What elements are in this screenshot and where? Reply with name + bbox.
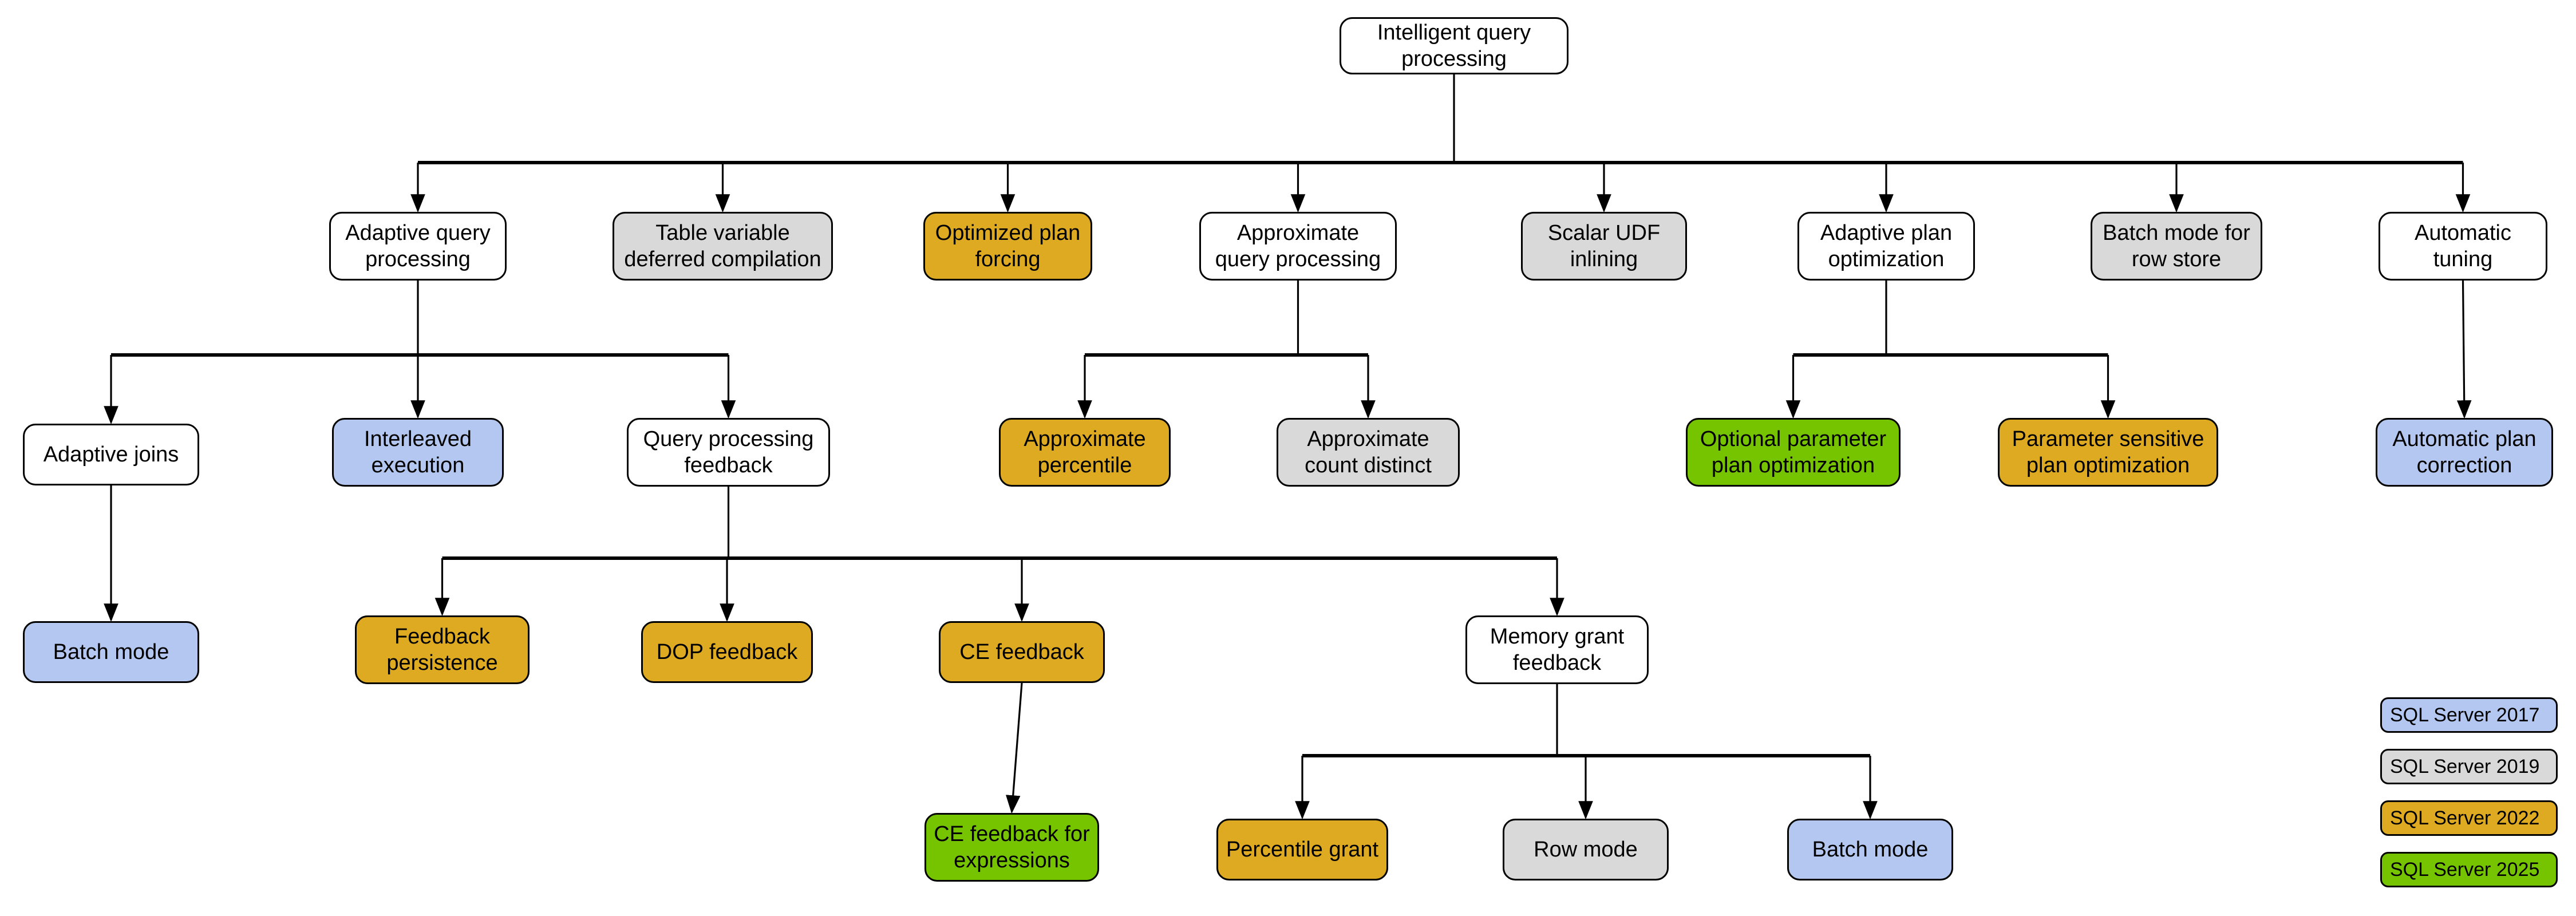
node-sudf[interactable]: Scalar UDF inlining <box>1521 212 1687 281</box>
node-approxpct[interactable]: Approximate percentile <box>999 418 1171 487</box>
node-aqp[interactable]: Adaptive query processing <box>329 212 507 281</box>
node-label: Adaptive plan optimization <box>1820 220 1953 271</box>
node-oppo[interactable]: Optional parameter plan optimization <box>1686 418 1901 487</box>
node-label: Optional parameter plan optimization <box>1700 427 1887 477</box>
node-label: Approximate query processing <box>1215 220 1381 271</box>
node-pctgrant[interactable]: Percentile grant <box>1216 819 1388 881</box>
node-approxqp[interactable]: Approximate query processing <box>1199 212 1397 281</box>
node-label: Row mode <box>1534 837 1638 862</box>
node-label: Automatic plan correction <box>2392 427 2537 477</box>
node-label: CE feedback <box>959 639 1084 664</box>
node-label: Scalar UDF inlining <box>1547 220 1661 271</box>
node-label: Automatic tuning <box>2415 220 2511 271</box>
node-label: Query processing feedback <box>643 427 814 477</box>
node-label: DOP feedback <box>656 639 798 664</box>
edge-segment <box>1005 682 1023 814</box>
node-label: Approximate count distinct <box>1305 427 1432 477</box>
node-tvdc[interactable]: Table variable deferred compilation <box>613 212 833 281</box>
node-label: Table variable deferred compilation <box>624 220 821 271</box>
node-qpf[interactable]: Query processing feedback <box>627 418 830 487</box>
node-cefbexpr[interactable]: CE feedback for expressions <box>924 813 1099 882</box>
node-label: Memory grant feedback <box>1490 624 1625 675</box>
node-label: Optimized plan forcing <box>935 220 1081 271</box>
legend-label: SQL Server 2022 <box>2390 807 2540 829</box>
legend-label: SQL Server 2025 <box>2390 858 2540 881</box>
node-label: Intelligent query processing <box>1377 20 1531 71</box>
legend-label: SQL Server 2017 <box>2390 704 2540 726</box>
node-interleav[interactable]: Interleaved execution <box>332 418 504 487</box>
edge-segment <box>2456 280 2472 419</box>
node-label: Batch mode <box>53 639 169 664</box>
legend-item-sql-server-2022: SQL Server 2022 <box>2380 800 2558 836</box>
node-label: CE feedback for expressions <box>934 822 1090 872</box>
node-label: Batch mode for row store <box>2103 220 2250 271</box>
node-apc[interactable]: Automatic plan correction <box>2376 418 2553 487</box>
node-fbpersist[interactable]: Feedback persistence <box>355 615 530 684</box>
node-approxcd[interactable]: Approximate count distinct <box>1277 418 1460 487</box>
node-label: Adaptive joins <box>43 442 179 467</box>
node-autotune[interactable]: Automatic tuning <box>2379 212 2547 281</box>
node-adjoins[interactable]: Adaptive joins <box>23 424 199 485</box>
node-cefb[interactable]: CE feedback <box>939 621 1105 683</box>
node-label: Batch mode <box>1812 837 1929 862</box>
node-label: Parameter sensitive plan optimization <box>2012 427 2204 477</box>
legend-item-sql-server-2025: SQL Server 2025 <box>2380 852 2558 887</box>
node-label: Percentile grant <box>1226 837 1379 862</box>
node-label: Approximate percentile <box>1024 427 1146 477</box>
node-label: Feedback persistence <box>386 624 498 675</box>
node-bmrs[interactable]: Batch mode for row store <box>2091 212 2262 281</box>
node-apo[interactable]: Adaptive plan optimization <box>1797 212 1975 281</box>
node-opf[interactable]: Optimized plan forcing <box>923 212 1092 281</box>
node-batchmode1[interactable]: Batch mode <box>23 621 199 683</box>
node-mgf[interactable]: Memory grant feedback <box>1465 615 1649 684</box>
node-root[interactable]: Intelligent query processing <box>1340 17 1568 74</box>
node-label: Adaptive query processing <box>345 220 491 271</box>
node-rowmode[interactable]: Row mode <box>1503 819 1669 881</box>
node-batchmode2[interactable]: Batch mode <box>1787 819 1953 881</box>
legend-item-sql-server-2019: SQL Server 2019 <box>2380 749 2558 784</box>
legend-item-sql-server-2017: SQL Server 2017 <box>2380 697 2558 733</box>
node-dopfb[interactable]: DOP feedback <box>641 621 813 683</box>
legend-label: SQL Server 2019 <box>2390 755 2540 777</box>
node-label: Interleaved execution <box>364 427 472 477</box>
node-psp[interactable]: Parameter sensitive plan optimization <box>1998 418 2218 487</box>
